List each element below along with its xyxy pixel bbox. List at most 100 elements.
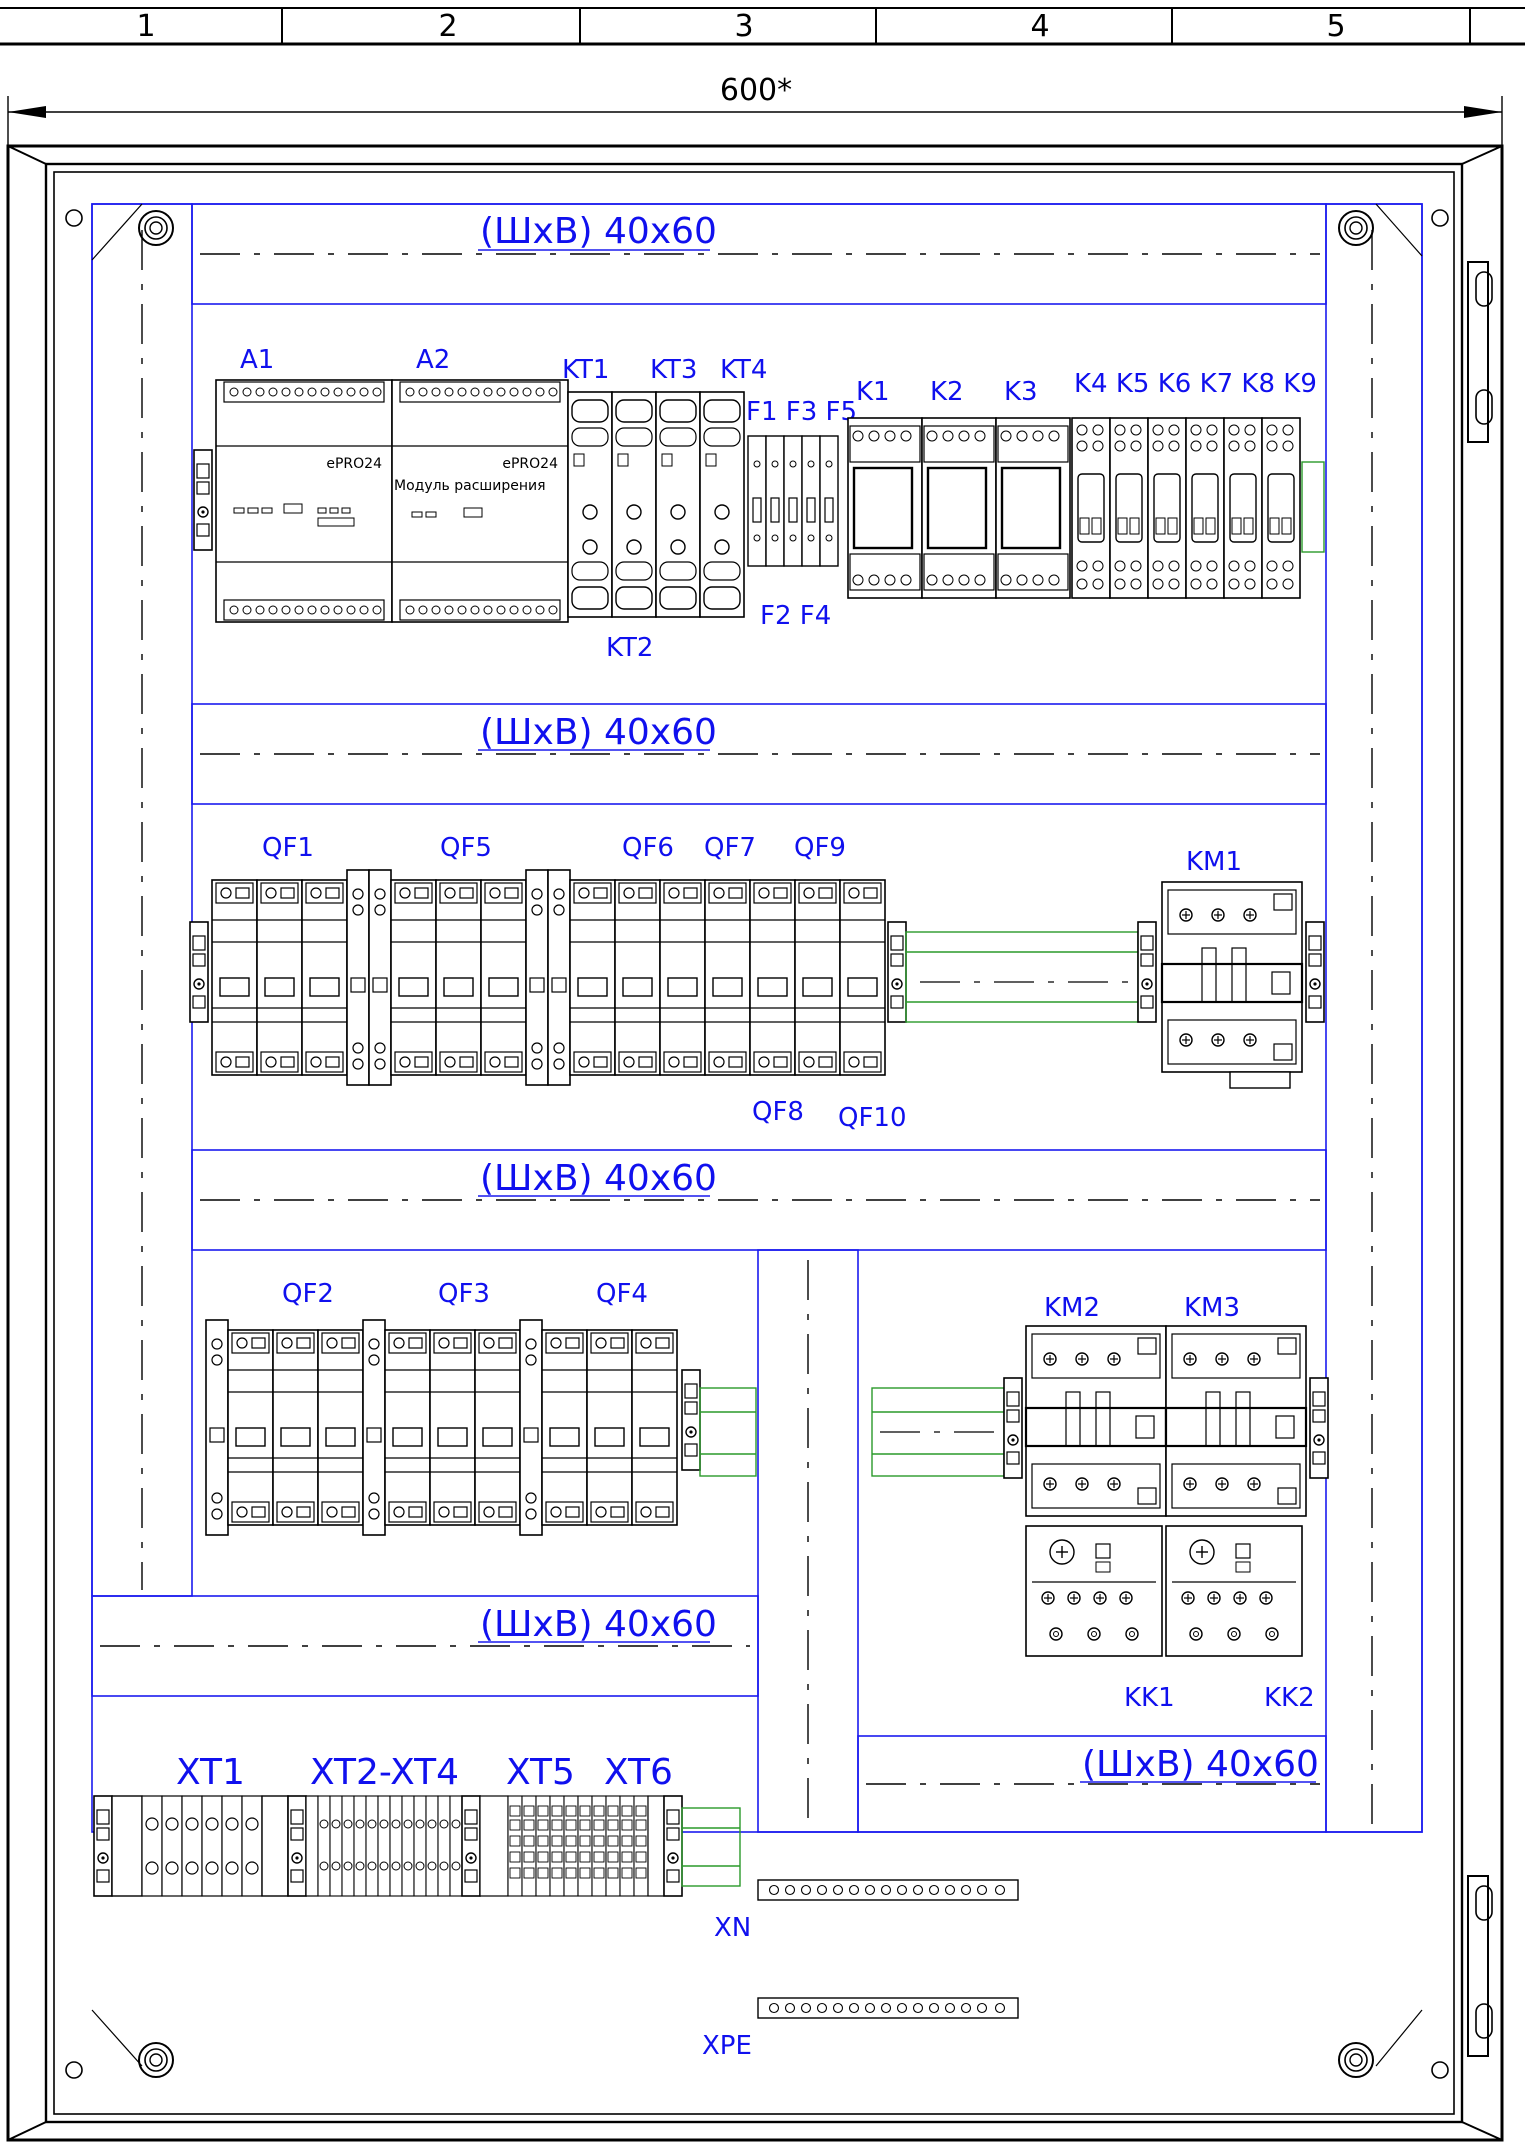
relay-k1 bbox=[846, 416, 924, 600]
duct-size-label: (ШxВ) 40x60 bbox=[480, 712, 717, 753]
relay-k9 bbox=[1261, 417, 1301, 599]
label-k1: K1 bbox=[856, 377, 890, 407]
cable-duct-2: (ШxВ) 40x60 bbox=[191, 703, 1327, 805]
din-end-stop bbox=[193, 449, 213, 551]
hinge-bottom bbox=[1467, 1875, 1493, 2057]
terminal-block bbox=[377, 1795, 391, 1897]
neutral-bus-bar-xn: XN bbox=[714, 1879, 1019, 1943]
label-qf8: QF8 bbox=[752, 1097, 804, 1127]
wire-bundle bbox=[699, 1387, 1005, 1477]
controller-a1: ePRO24 A1 bbox=[215, 345, 393, 623]
mounting-screw-icon bbox=[1338, 2042, 1374, 2078]
mounting-plate bbox=[91, 203, 1423, 2067]
din-end-stop bbox=[189, 921, 209, 1023]
terminal-block bbox=[317, 1795, 331, 1897]
duct-size-label: (ШxВ) 40x60 bbox=[480, 211, 717, 252]
expansion-a2-brand: ePRO24 bbox=[502, 456, 558, 472]
terminal-block bbox=[389, 1795, 403, 1897]
breaker-pole bbox=[227, 1329, 274, 1526]
terminal-block bbox=[141, 1795, 163, 1897]
wire-bundle bbox=[681, 1807, 741, 1887]
terminal-block bbox=[201, 1795, 223, 1897]
breaker-pole bbox=[631, 1329, 678, 1526]
terminal-block bbox=[563, 1795, 579, 1897]
terminal-block bbox=[549, 1795, 565, 1897]
terminal-block bbox=[221, 1795, 243, 1897]
enclosure-frame bbox=[6, 144, 1504, 2142]
width-dimension-label: 600* bbox=[720, 73, 792, 108]
breaker-pole bbox=[569, 879, 616, 1076]
column-number-4: 4 bbox=[1030, 9, 1049, 44]
small-relay-screws bbox=[1076, 424, 1294, 590]
relay-k2 bbox=[920, 416, 998, 600]
label-qf3: QF3 bbox=[438, 1279, 490, 1309]
din-end-stop bbox=[93, 1795, 113, 1897]
relay-k4 bbox=[1071, 417, 1111, 599]
column-number-2: 2 bbox=[438, 9, 457, 44]
label-kk2: KK2 bbox=[1264, 1683, 1315, 1713]
duct-size-label: (ШxВ) 40x60 bbox=[480, 1604, 717, 1645]
wire-bundle bbox=[905, 931, 1139, 1023]
terminal-block bbox=[619, 1795, 635, 1897]
din-end-stop bbox=[681, 1369, 701, 1471]
breaker-pole bbox=[301, 879, 348, 1076]
label-xt6: XT6 bbox=[604, 1752, 673, 1793]
relay-k3 bbox=[994, 416, 1072, 600]
label-qf7: QF7 bbox=[704, 833, 756, 863]
label-xpe: XPE bbox=[702, 2031, 752, 2061]
breaker-pole bbox=[474, 1329, 521, 1526]
controller-a1-brand: ePRO24 bbox=[326, 456, 382, 472]
contactor-km2 bbox=[1026, 1326, 1166, 1516]
fuse-holder bbox=[765, 435, 785, 567]
title-strip: 1 2 3 4 5 bbox=[0, 7, 1525, 46]
breaker-aux-contact bbox=[368, 869, 392, 1086]
time-relay-kt1 bbox=[567, 391, 613, 618]
label-qf2: QF2 bbox=[282, 1279, 334, 1309]
din-end-stop bbox=[887, 921, 907, 1023]
breaker-pole bbox=[272, 1329, 319, 1526]
terminal-block bbox=[353, 1795, 367, 1897]
breaker-pole bbox=[541, 1329, 588, 1526]
label-kt2: KT2 bbox=[606, 633, 653, 663]
breaker-pole bbox=[211, 879, 258, 1076]
label-k3: K3 bbox=[1004, 377, 1038, 407]
row-1-equipment: ePRO24 A1 ePRO24 Модуль расширения bbox=[193, 345, 1325, 663]
cable-duct-5: (ШxВ) 40x60 bbox=[857, 1735, 1327, 1833]
fuse-holder bbox=[747, 435, 767, 567]
breaker-pole bbox=[256, 879, 303, 1076]
din-end-stop bbox=[1305, 921, 1325, 1023]
row-4-terminals: XT1 XT2-XT4 XT5 XT6 XN XPE bbox=[93, 1752, 1019, 2061]
terminal-block bbox=[535, 1795, 551, 1897]
relay-k6 bbox=[1147, 417, 1187, 599]
terminal-block bbox=[241, 1795, 263, 1897]
breaker-pole bbox=[614, 879, 661, 1076]
label-km1: KM1 bbox=[1186, 847, 1242, 877]
terminal-block bbox=[425, 1795, 439, 1897]
breaker-pole bbox=[435, 879, 482, 1076]
relay-k5 bbox=[1109, 417, 1149, 599]
contactor-km1 bbox=[1162, 882, 1302, 1072]
mounting-screw-icon bbox=[138, 2042, 174, 2078]
label-kk1: KK1 bbox=[1124, 1683, 1175, 1713]
breaker-aux-contact bbox=[547, 869, 571, 1086]
din-end-stop bbox=[1309, 1377, 1329, 1479]
fuse-holder bbox=[819, 435, 839, 567]
label-qf6: QF6 bbox=[622, 833, 674, 863]
label-kt4: KT4 bbox=[720, 355, 767, 385]
thermal-relay-kk2 bbox=[1166, 1526, 1302, 1656]
label-kt1: KT1 bbox=[562, 355, 609, 385]
breaker-aux-contact bbox=[205, 1319, 229, 1536]
terminal-block bbox=[341, 1795, 355, 1897]
width-dimension: 600* bbox=[7, 73, 1503, 160]
cable-duct-3: (ШxВ) 40x60 bbox=[191, 1149, 1327, 1251]
breaker-pole bbox=[794, 879, 841, 1076]
relay-k7 bbox=[1185, 417, 1225, 599]
din-end-stop bbox=[287, 1795, 307, 1897]
column-number-5: 5 bbox=[1326, 9, 1345, 44]
terminal-block bbox=[401, 1795, 415, 1897]
breaker-pole bbox=[390, 879, 437, 1076]
label-k2: K2 bbox=[930, 377, 964, 407]
column-number-1: 1 bbox=[136, 9, 155, 44]
mounting-screw-icon bbox=[138, 210, 174, 246]
